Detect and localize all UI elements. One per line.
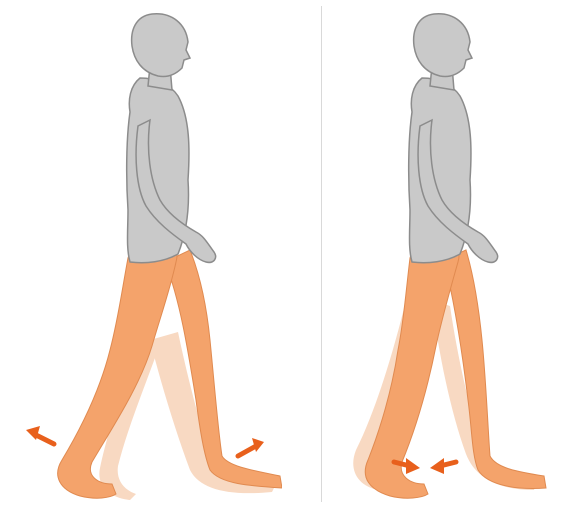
head bbox=[132, 14, 190, 77]
arrow-inward-back-icon bbox=[430, 458, 456, 474]
panel-wide-stride bbox=[0, 0, 282, 508]
head bbox=[414, 14, 472, 77]
panel-narrow-stride bbox=[282, 0, 564, 508]
arrow-outward-forward-icon bbox=[238, 438, 264, 456]
arrow-outward-back-icon bbox=[26, 426, 54, 444]
